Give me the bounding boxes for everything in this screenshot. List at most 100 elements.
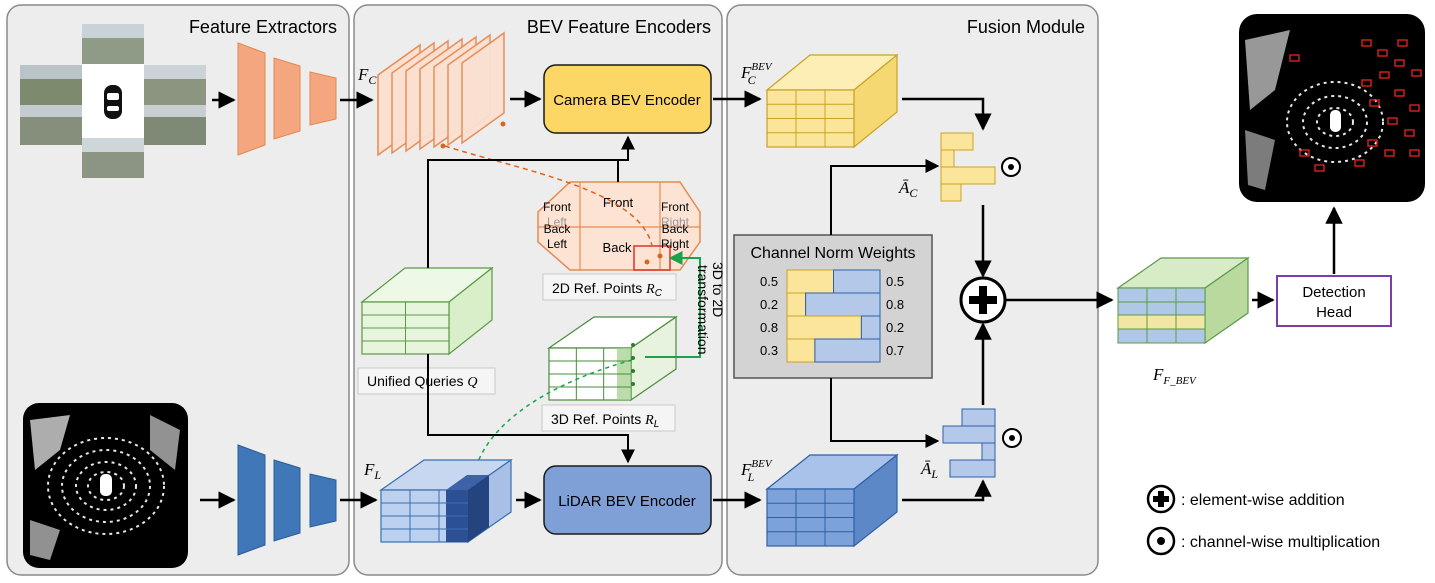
legend-multiply-label: : channel-wise multiplication	[1181, 534, 1380, 551]
arrow-queries-to-camera-encoder	[427, 135, 635, 268]
camera-weight-value: 0.5	[760, 274, 778, 289]
detection-box	[1369, 99, 1380, 107]
detection-box	[1379, 71, 1390, 79]
view-front: Front	[603, 195, 634, 210]
fusion-module-title: Fusion Module	[967, 17, 1085, 37]
lidar-backbone	[237, 444, 337, 556]
camera-feature-maps	[377, 31, 506, 157]
view-back-right-1: Back	[662, 222, 690, 236]
transformation-arrow	[645, 251, 701, 358]
lidar-sample-arc	[467, 359, 633, 486]
view-back-right-2: Right	[661, 237, 690, 251]
camera-weight-vector	[940, 132, 996, 202]
lidar-weight-bar	[814, 338, 881, 363]
view-front-left-1: Front	[543, 200, 572, 214]
camera-weight-bar	[786, 315, 862, 340]
detection-box	[1411, 69, 1422, 77]
camera-weight-value: 0.8	[760, 320, 778, 335]
fl-symbol: FL	[363, 460, 381, 482]
detection-box	[1387, 117, 1398, 125]
detection-box	[1361, 39, 1372, 47]
al-multiply-icon	[1002, 428, 1022, 448]
camera-weight-bar	[786, 338, 816, 363]
camera-bev-grid	[767, 90, 854, 147]
view-back-left-2: Left	[547, 237, 568, 251]
camera-images	[20, 24, 206, 178]
ref2d-label: 2D Ref. Points RC	[552, 280, 663, 299]
legend-multiply-icon	[1146, 526, 1176, 556]
detection-box	[1384, 149, 1395, 157]
camera-bev-encoder-label: Camera BEV Encoder	[553, 92, 701, 109]
arrow-flbev-to-al	[902, 479, 992, 502]
add-icon	[959, 276, 1007, 324]
lidar-weight-bar	[833, 269, 881, 294]
lidar-weight-bar	[860, 315, 881, 340]
ref2d-tag	[542, 273, 677, 301]
ref3d-tag	[541, 404, 676, 432]
view-front-right-1: Front	[661, 200, 690, 214]
detection-box	[1377, 49, 1388, 57]
camera-weight-value: 0.2	[760, 297, 778, 312]
transform-label-1: 3D to 2D	[710, 262, 726, 317]
detection-head-block	[1276, 275, 1392, 327]
ffbev-symbol: FF_BEV	[1152, 365, 1197, 387]
detection-output-image	[1239, 14, 1425, 202]
lidar-feature-grid	[381, 490, 468, 542]
ego-car-icon	[104, 85, 122, 119]
arrow-weights-to-al	[830, 378, 940, 448]
lidar-weight-bar	[805, 292, 881, 317]
detection-box	[1354, 159, 1365, 167]
arrow-weights-to-ac	[830, 159, 940, 235]
projection-arc	[444, 145, 653, 247]
detection-box	[1361, 79, 1372, 87]
detection-head-label-2: Head	[1316, 304, 1352, 321]
lidar-weight-value: 0.5	[886, 274, 904, 289]
fused-bev-cube	[1116, 256, 1250, 345]
lidar-weight-vector	[942, 408, 996, 478]
lidar-bev-encoder-block	[543, 465, 712, 535]
unified-queries-cube	[360, 266, 494, 356]
lidar-scan-image	[23, 403, 188, 568]
lidar-weight-value: 0.7	[886, 343, 904, 358]
legend-add-icon	[1146, 484, 1176, 514]
arrow-queries-to-lidar-encoder	[427, 354, 635, 464]
detection-head-label-1: Detection	[1302, 284, 1365, 301]
view-front-left-2: Left	[547, 215, 568, 229]
lidar-weight-value: 0.2	[886, 320, 904, 335]
bev-encoders-title: BEV Feature Encoders	[527, 17, 711, 37]
fc-symbol: FC	[357, 65, 377, 87]
camera-weight-bar	[786, 269, 834, 294]
arrow-fcbev-to-ac	[902, 97, 992, 131]
queries-grid	[362, 302, 449, 354]
queries-label: Unified Queries Q	[367, 373, 478, 390]
queries-tag	[357, 367, 496, 395]
ref3d-grid	[549, 348, 631, 400]
detection-box	[1397, 39, 1408, 47]
camera-backbone	[237, 42, 337, 156]
detection-box	[1299, 149, 1310, 157]
detection-box	[1394, 89, 1405, 97]
al-symbol: ĀL	[920, 459, 938, 481]
detection-box	[1394, 59, 1405, 67]
view-back-left-1: Back	[544, 222, 572, 236]
detection-box	[1367, 139, 1378, 147]
detection-box	[1289, 54, 1300, 62]
lidar-bev-cube	[765, 453, 899, 548]
camera-bev-encoder-block	[543, 64, 712, 134]
lidar-weight-value: 0.8	[886, 297, 904, 312]
transform-label-2: transformation	[695, 265, 711, 354]
detection-box	[1404, 129, 1415, 137]
lidar-bev-grid	[767, 489, 854, 546]
ac-multiply-icon	[1001, 157, 1021, 177]
feature-extractors-title: Feature Extractors	[189, 17, 337, 37]
legend-add-label: : element-wise addition	[1181, 492, 1345, 509]
fused-bev-grid	[1146, 288, 1177, 343]
channel-norm-weights-title: Channel Norm Weights	[750, 245, 915, 262]
ref3d-label: 3D Ref. Points RL	[551, 411, 659, 430]
camera-weight-bar	[786, 292, 807, 317]
detection-box	[1409, 104, 1420, 112]
